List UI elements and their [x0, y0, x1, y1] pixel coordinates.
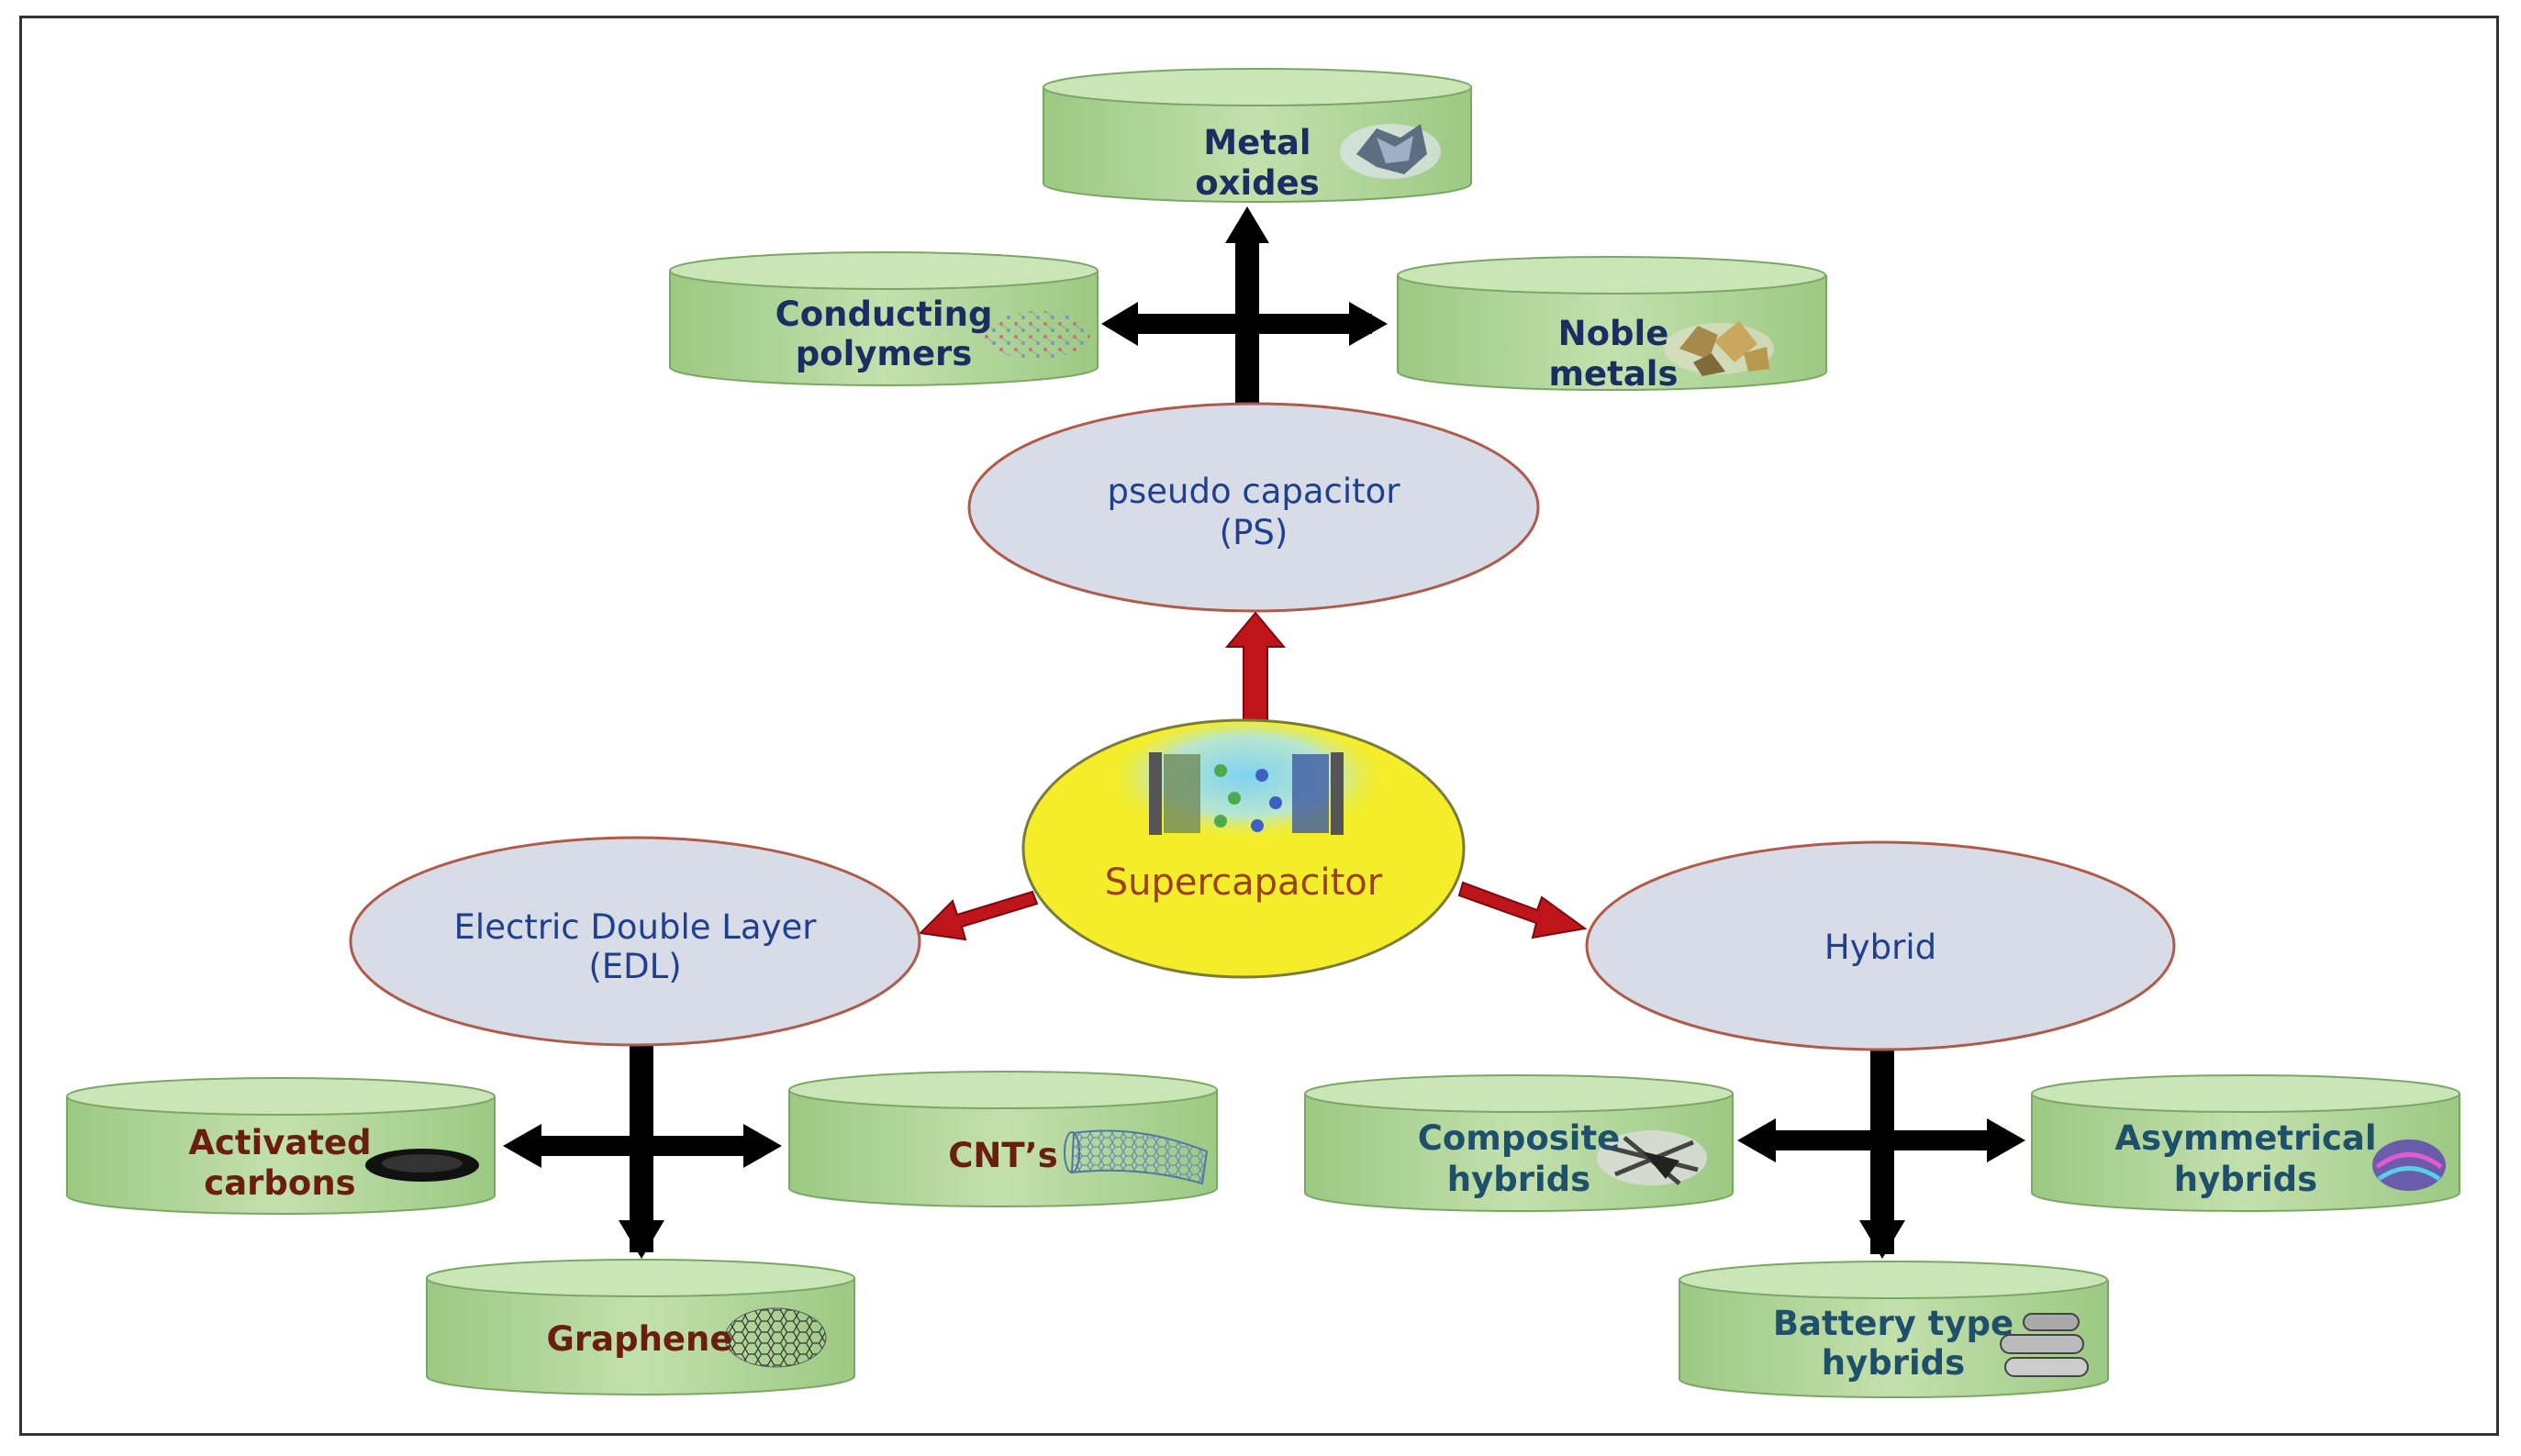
metal-oxide-crystal-icon — [1340, 124, 1441, 179]
red-arrow-left — [918, 890, 1039, 941]
leaf-composite-hybrids-label-1: Composite — [1418, 1118, 1621, 1158]
leaf-metal-oxides-label-1: Metal — [1203, 123, 1311, 162]
polymer-lattice-icon — [984, 311, 1090, 359]
noble-metal-nuggets-icon — [1664, 321, 1774, 376]
leaf-cnts — [788, 1071, 1218, 1207]
black-arrow-cross-ps — [1101, 206, 1388, 417]
leaf-asymmetrical-hybrids-label-2: hybrids — [2174, 1160, 2317, 1199]
leaf-noble-metals-label-1: Noble — [1558, 314, 1669, 353]
leaf-activated-carbons — [66, 1077, 496, 1215]
diagram-frame — [19, 16, 2499, 1436]
leaf-graphene — [426, 1259, 855, 1395]
red-arrow-up — [1224, 611, 1287, 721]
leaf-noble-metals-label-2: metals — [1548, 354, 1678, 394]
black-arrow-cross-hybrid — [1737, 1048, 2025, 1259]
red-arrow-right — [1457, 881, 1588, 939]
category-ps-label-2: (PS) — [1220, 513, 1288, 552]
center-label: Supercapacitor — [1105, 861, 1383, 904]
category-edl-label-2: (EDL) — [588, 947, 681, 986]
category-edl-label-1: Electric Double Layer — [454, 907, 818, 947]
carbon-particle-icon — [365, 1149, 479, 1182]
battery-cells-icon — [2000, 1313, 2089, 1377]
category-hybrid-ellipse — [1585, 840, 2176, 1051]
category-ps-label-1: pseudo capacitor — [1107, 472, 1400, 511]
leaf-cnts-label: CNT’s — [948, 1136, 1057, 1175]
leaf-composite-hybrids-label-2: hybrids — [1447, 1160, 1590, 1199]
leaf-activated-carbons-label-1: Activated — [188, 1123, 371, 1162]
category-ps-ellipse — [967, 402, 1540, 613]
leaf-conducting-polymers — [669, 251, 1099, 386]
category-edl-ellipse — [349, 836, 921, 1047]
category-hybrid-label: Hybrid — [1824, 928, 1936, 967]
supercapacitor-cell-icon — [1104, 723, 1389, 855]
leaf-battery-type-hybrids-label-2: hybrids — [1822, 1343, 1965, 1383]
black-arrow-cross-edl — [503, 1046, 782, 1259]
graphene-hexagon-icon — [724, 1307, 827, 1368]
leaf-asymmetrical-hybrids — [2031, 1074, 2460, 1212]
leaf-conducting-polymers-label-1: Conducting — [775, 295, 993, 334]
leaf-asymmetrical-hybrids-label-1: Asymmetrical — [2114, 1118, 2376, 1158]
leaf-graphene-label: Graphene — [547, 1319, 733, 1359]
leaf-conducting-polymers-label-2: polymers — [796, 334, 973, 373]
leaf-battery-type-hybrids — [1679, 1261, 2109, 1399]
asymmetric-layer-icon — [2372, 1139, 2446, 1191]
leaf-activated-carbons-label-2: carbons — [204, 1163, 355, 1203]
leaf-battery-type-hybrids-label-1: Battery type — [1773, 1304, 2013, 1343]
nanotube-icon — [1064, 1129, 1209, 1185]
composite-fiber-icon — [1597, 1130, 1707, 1185]
leaf-metal-oxides-label-2: oxides — [1195, 163, 1320, 203]
